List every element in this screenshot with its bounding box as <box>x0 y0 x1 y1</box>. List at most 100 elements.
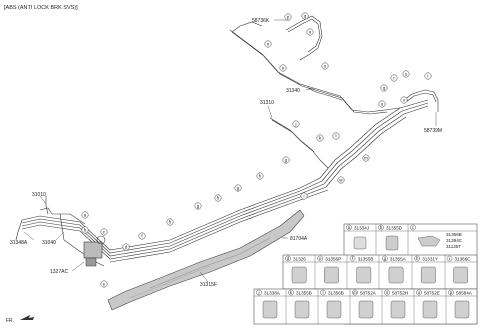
svg-text:k: k <box>290 290 293 295</box>
svg-text:o: o <box>309 30 312 35</box>
svg-text:q: q <box>304 14 307 19</box>
svg-text:c: c <box>103 230 106 235</box>
svg-text:o: o <box>418 290 421 295</box>
abs-module <box>83 235 106 267</box>
callout-a: a <box>81 211 89 219</box>
svg-text:58752A: 58752A <box>360 291 377 296</box>
svg-text:31366C: 31366C <box>455 257 472 262</box>
callout-o: o <box>306 28 314 36</box>
label-31040: 31040 <box>42 240 56 246</box>
callout-n: n <box>279 64 287 72</box>
svg-text:i: i <box>449 256 450 261</box>
svg-text:l: l <box>336 134 337 139</box>
svg-text:31356B: 31356B <box>446 232 462 237</box>
svg-text:31394C: 31394C <box>446 238 463 243</box>
svg-text:g: g <box>237 186 240 191</box>
svg-text:p: p <box>287 15 290 20</box>
svg-text:n: n <box>386 290 389 295</box>
svg-text:31326: 31326 <box>293 257 306 262</box>
callout-w: w <box>337 176 345 184</box>
svg-text:q: q <box>383 86 386 91</box>
callout-k: k <box>316 134 324 142</box>
callout-q: q <box>301 12 309 20</box>
brake-line-bundle <box>15 15 439 267</box>
svg-text:31355B: 31355B <box>296 291 312 296</box>
svg-text:e: e <box>319 256 322 261</box>
svg-text:v: v <box>403 98 406 103</box>
legend-cell-b: b 31355D <box>378 224 403 251</box>
svg-text:j: j <box>295 122 297 127</box>
callout-h: h <box>214 194 222 202</box>
callout-e: e <box>100 280 108 288</box>
svg-text:31356P: 31356P <box>325 257 341 262</box>
callout-q: q <box>380 84 388 92</box>
callout-d: d <box>122 243 130 251</box>
callout-j: j <box>292 120 300 128</box>
svg-text:31355A: 31355A <box>390 257 407 262</box>
fr-label: FR. <box>6 318 14 324</box>
legend-table: a 31334J b 31355D c 31356B 31394C 31125T… <box>253 223 478 325</box>
svg-text:w: w <box>339 178 343 183</box>
svg-text:58752H: 58752H <box>392 291 408 296</box>
svg-text:31125T: 31125T <box>446 244 461 249</box>
svg-text:e: e <box>103 282 106 287</box>
svg-text:f: f <box>352 256 354 261</box>
svg-text:c: c <box>412 225 415 230</box>
callout-i: i <box>300 192 308 200</box>
callout-h: h <box>256 172 264 180</box>
part-labels <box>23 19 437 283</box>
svg-text:n: n <box>267 42 270 47</box>
svg-text:h: h <box>169 220 172 225</box>
label-58739M: 58739M <box>424 128 442 134</box>
svg-text:d: d <box>125 245 128 250</box>
heat-shield <box>107 209 305 311</box>
svg-text:31338A: 31338A <box>264 291 281 296</box>
svg-text:f: f <box>141 234 143 239</box>
svg-text:i: i <box>304 194 305 199</box>
label-1327AC: 1327AC <box>50 269 68 275</box>
callout-v: v <box>400 96 408 104</box>
label-31315F: 31315F <box>200 282 217 288</box>
legend-cell-f: f 31355B <box>349 255 374 284</box>
svg-text:31355B: 31355B <box>358 257 374 262</box>
callout-f: f <box>138 232 146 240</box>
callout-g: g <box>234 184 242 192</box>
front-direction-indicator: FR. <box>6 315 34 324</box>
legend-cell-i: i 31366C <box>446 255 472 284</box>
front-arrow-icon <box>20 315 34 320</box>
svg-text:d: d <box>287 256 290 261</box>
svg-text:h: h <box>416 256 419 261</box>
legend-cell-a: a 31334J <box>346 224 369 250</box>
svg-text:t: t <box>427 74 429 79</box>
svg-text:h: h <box>217 196 220 201</box>
svg-text:b: b <box>380 225 383 230</box>
callout-p: p <box>284 13 292 21</box>
callout-s: s <box>402 70 410 78</box>
svg-text:n: n <box>282 66 285 71</box>
legend-cell-j: j 31338A <box>256 289 281 319</box>
svg-text:r: r <box>393 76 395 81</box>
svg-text:b: b <box>84 228 87 233</box>
label-31340: 31340 <box>286 88 300 94</box>
svg-text:p: p <box>450 290 453 295</box>
label-31310: 31310 <box>260 100 274 106</box>
svg-text:j: j <box>258 290 260 295</box>
svg-text:l: l <box>323 290 324 295</box>
svg-text:g: g <box>285 158 288 163</box>
svg-text:m: m <box>364 156 368 161</box>
svg-text:58752E: 58752E <box>424 291 440 296</box>
label-31348A: 31348A <box>10 240 28 246</box>
callout-l: l <box>332 132 340 140</box>
